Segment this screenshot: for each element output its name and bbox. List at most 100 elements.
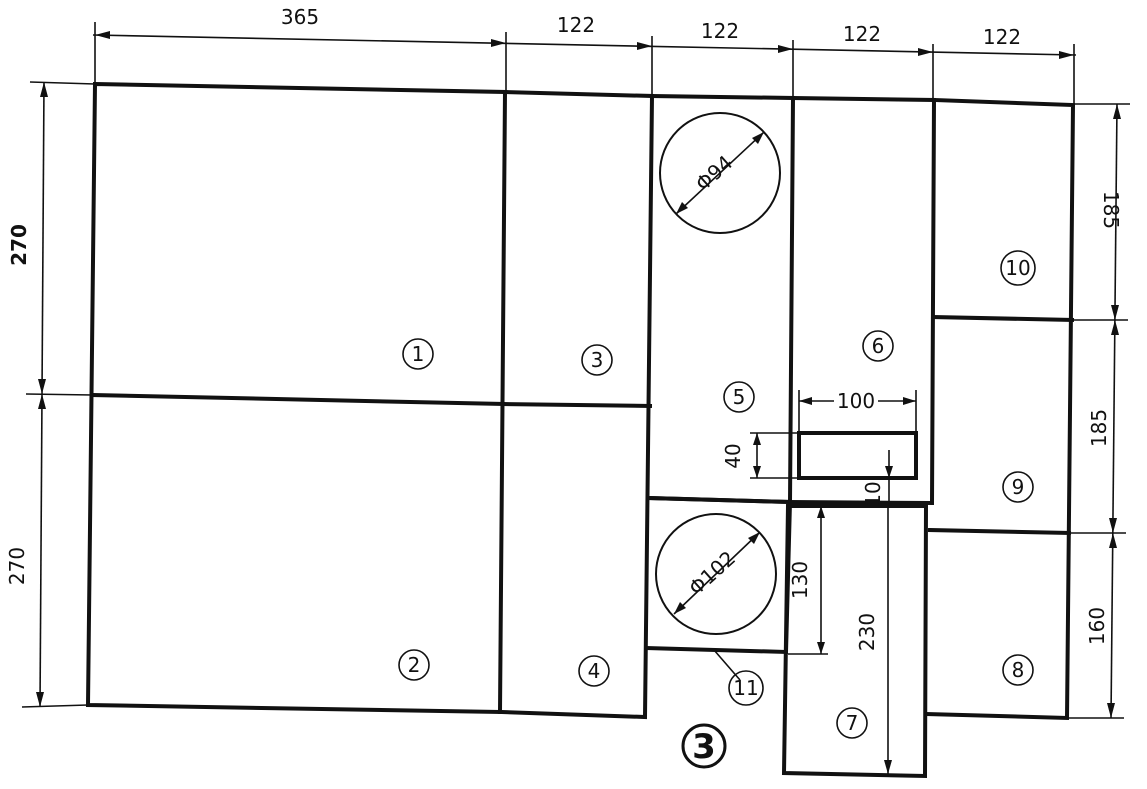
slot-height-label: 40 — [721, 443, 745, 468]
left-dimensions: 270 270 — [5, 81, 96, 708]
part-9-circle — [1002, 471, 1034, 503]
top-arrow-6 — [1059, 51, 1074, 59]
right-arrow-5 — [1109, 533, 1117, 548]
part-11-circle — [728, 670, 764, 706]
part-1-circle — [402, 338, 434, 370]
top-dimensions: 365 122 122 122 122 — [92, 5, 1077, 105]
figure-label-text: 3 — [692, 727, 716, 767]
slot-width-arrow-right — [903, 397, 916, 405]
right-dim-160: 160 — [1085, 607, 1109, 645]
part-8-9-10-outline — [925, 97, 1076, 721]
right-arrow-6 — [1107, 703, 1115, 718]
left-dim-lower: 270 — [5, 547, 29, 585]
part-4-circle — [578, 655, 610, 687]
part-outlines — [85, 81, 1076, 779]
part-3-4-divider — [500, 401, 653, 409]
slot-width-arrow-left — [799, 397, 812, 405]
part-10-callout: 10 — [1000, 250, 1036, 286]
left-arrow-1 — [40, 82, 48, 97]
part-6-outline — [787, 95, 937, 506]
top-dim-122-a: 122 — [557, 13, 595, 37]
part-7-outline — [781, 504, 929, 779]
top-arrow-3 — [637, 42, 652, 50]
figure-label-circle — [681, 723, 727, 769]
right-arrow-2 — [1111, 305, 1119, 320]
slot-width-label: 100 — [837, 389, 875, 413]
top-dim-line — [92, 34, 1077, 56]
part-1-2-divider — [90, 392, 506, 407]
holes: Φ94 Φ102 — [655, 112, 781, 635]
slot-height-arrow-top — [753, 433, 761, 445]
right-dim-185-a: 185 — [1099, 191, 1123, 229]
figure-label: 3 — [681, 723, 727, 769]
hole-top-arrow-b — [752, 132, 764, 144]
right-dim-line — [1110, 103, 1118, 719]
part-9-8-divider — [927, 527, 1072, 536]
part-3-circle — [581, 344, 613, 376]
top-dim-122-d: 122 — [983, 25, 1021, 49]
part-7-callout: 7 — [836, 707, 868, 739]
part-5-callout: 5 — [723, 381, 755, 413]
hole-top-diameter-line — [675, 131, 765, 215]
part-6-label: 6 — [872, 334, 885, 358]
top-arrow-5 — [918, 48, 933, 56]
left-dim-upper: 270 — [7, 224, 31, 266]
slot-width-label-bg — [834, 389, 878, 411]
left-ext-mid — [25, 393, 94, 396]
left-ext-bottom — [21, 704, 89, 708]
hole-bottom-arrow-a — [674, 602, 686, 614]
slot-gap-label: 10 — [861, 481, 885, 506]
part-8-label: 8 — [1012, 658, 1025, 682]
top-dim-122-c: 122 — [843, 22, 881, 46]
part-4-callout: 4 — [578, 655, 610, 687]
part-callouts: 1 2 3 4 5 6 7 8 — [398, 250, 1036, 739]
top-arrow-1 — [95, 31, 110, 39]
part-10-label: 10 — [1005, 256, 1030, 280]
part-6-callout: 6 — [862, 330, 894, 362]
slot-gap-arrow — [885, 466, 893, 478]
part-11-callout: 11 — [728, 670, 764, 706]
right-arrow-4 — [1109, 518, 1117, 533]
part-10-circle — [1000, 250, 1036, 286]
left-ext-top — [29, 81, 96, 85]
right-dim-185-b: 185 — [1087, 409, 1111, 447]
part-5-label: 5 — [733, 385, 746, 409]
hole-top-arrow-a — [676, 202, 688, 214]
left-arrow-4 — [36, 692, 44, 707]
part-2-label: 2 — [408, 653, 421, 677]
part-2-circle — [398, 649, 430, 681]
part-4-label: 4 — [588, 659, 601, 683]
part7-inner-arrow-top — [817, 506, 825, 518]
part-8-circle — [1002, 654, 1034, 686]
top-arrow-4 — [778, 45, 793, 53]
part7-inner-label: 130 — [788, 561, 812, 599]
part7-height-arrow-bottom — [884, 760, 892, 774]
slot-dimensions: 100 40 10 — [721, 389, 917, 507]
part-9-label: 9 — [1012, 475, 1025, 499]
part-7-circle — [836, 707, 868, 739]
part-5-circle — [723, 381, 755, 413]
part7-inner-arrow-bottom — [817, 642, 825, 654]
part-7-dimensions: 130 230 — [788, 506, 892, 774]
right-dimensions: 185 185 160 — [1067, 103, 1130, 719]
top-arrow-2 — [491, 39, 506, 47]
part-7-label: 7 — [846, 711, 859, 735]
slot-rectangle — [797, 431, 918, 480]
part-6-circle — [862, 330, 894, 362]
part-1-callout: 1 — [402, 338, 434, 370]
hole-bottom-diameter-line — [673, 531, 761, 615]
hole-bottom-arrow-b — [748, 532, 760, 544]
part-8-callout: 8 — [1002, 654, 1034, 686]
top-dim-122-b: 122 — [701, 19, 739, 43]
right-arrow-1 — [1113, 104, 1121, 119]
part-11-label: 11 — [733, 676, 758, 700]
part-10-9-divider — [930, 314, 1075, 323]
part-9-callout: 9 — [1002, 471, 1034, 503]
left-arrow-3 — [38, 394, 46, 409]
part-2-callout: 2 — [398, 649, 430, 681]
top-dim-365: 365 — [281, 5, 319, 29]
part-1-label: 1 — [412, 342, 425, 366]
slot-height-arrow-bottom — [753, 466, 761, 478]
